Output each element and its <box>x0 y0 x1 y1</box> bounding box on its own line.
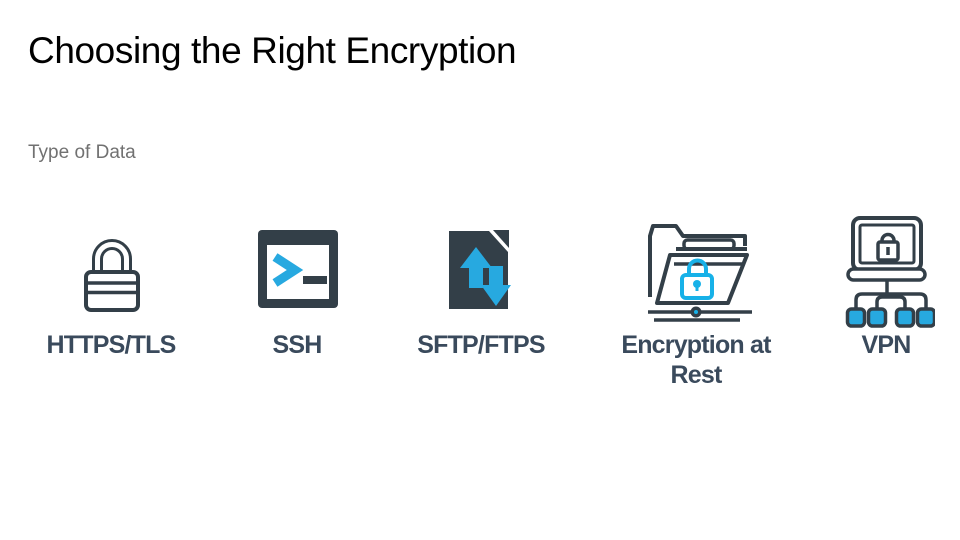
slide-title: Choosing the Right Encryption <box>28 30 517 71</box>
option-label-sftp-ftps: SFTP/FTPS <box>417 331 545 359</box>
file-transfer-arrows-icon <box>449 230 511 309</box>
padlock-icon <box>84 239 140 312</box>
option-label-encryption-at-rest: Encryption at Rest <box>621 331 771 389</box>
terminal-prompt-icon <box>258 230 338 308</box>
option-label-ssh: SSH <box>272 331 322 359</box>
slide-subtitle: Type of Data <box>28 142 136 163</box>
option-label-https-tls: HTTPS/TLS <box>46 331 177 359</box>
option-label-vpn: VPN <box>861 331 911 359</box>
locked-folder-icon <box>648 224 752 322</box>
laptop-lock-network-icon <box>845 216 935 328</box>
